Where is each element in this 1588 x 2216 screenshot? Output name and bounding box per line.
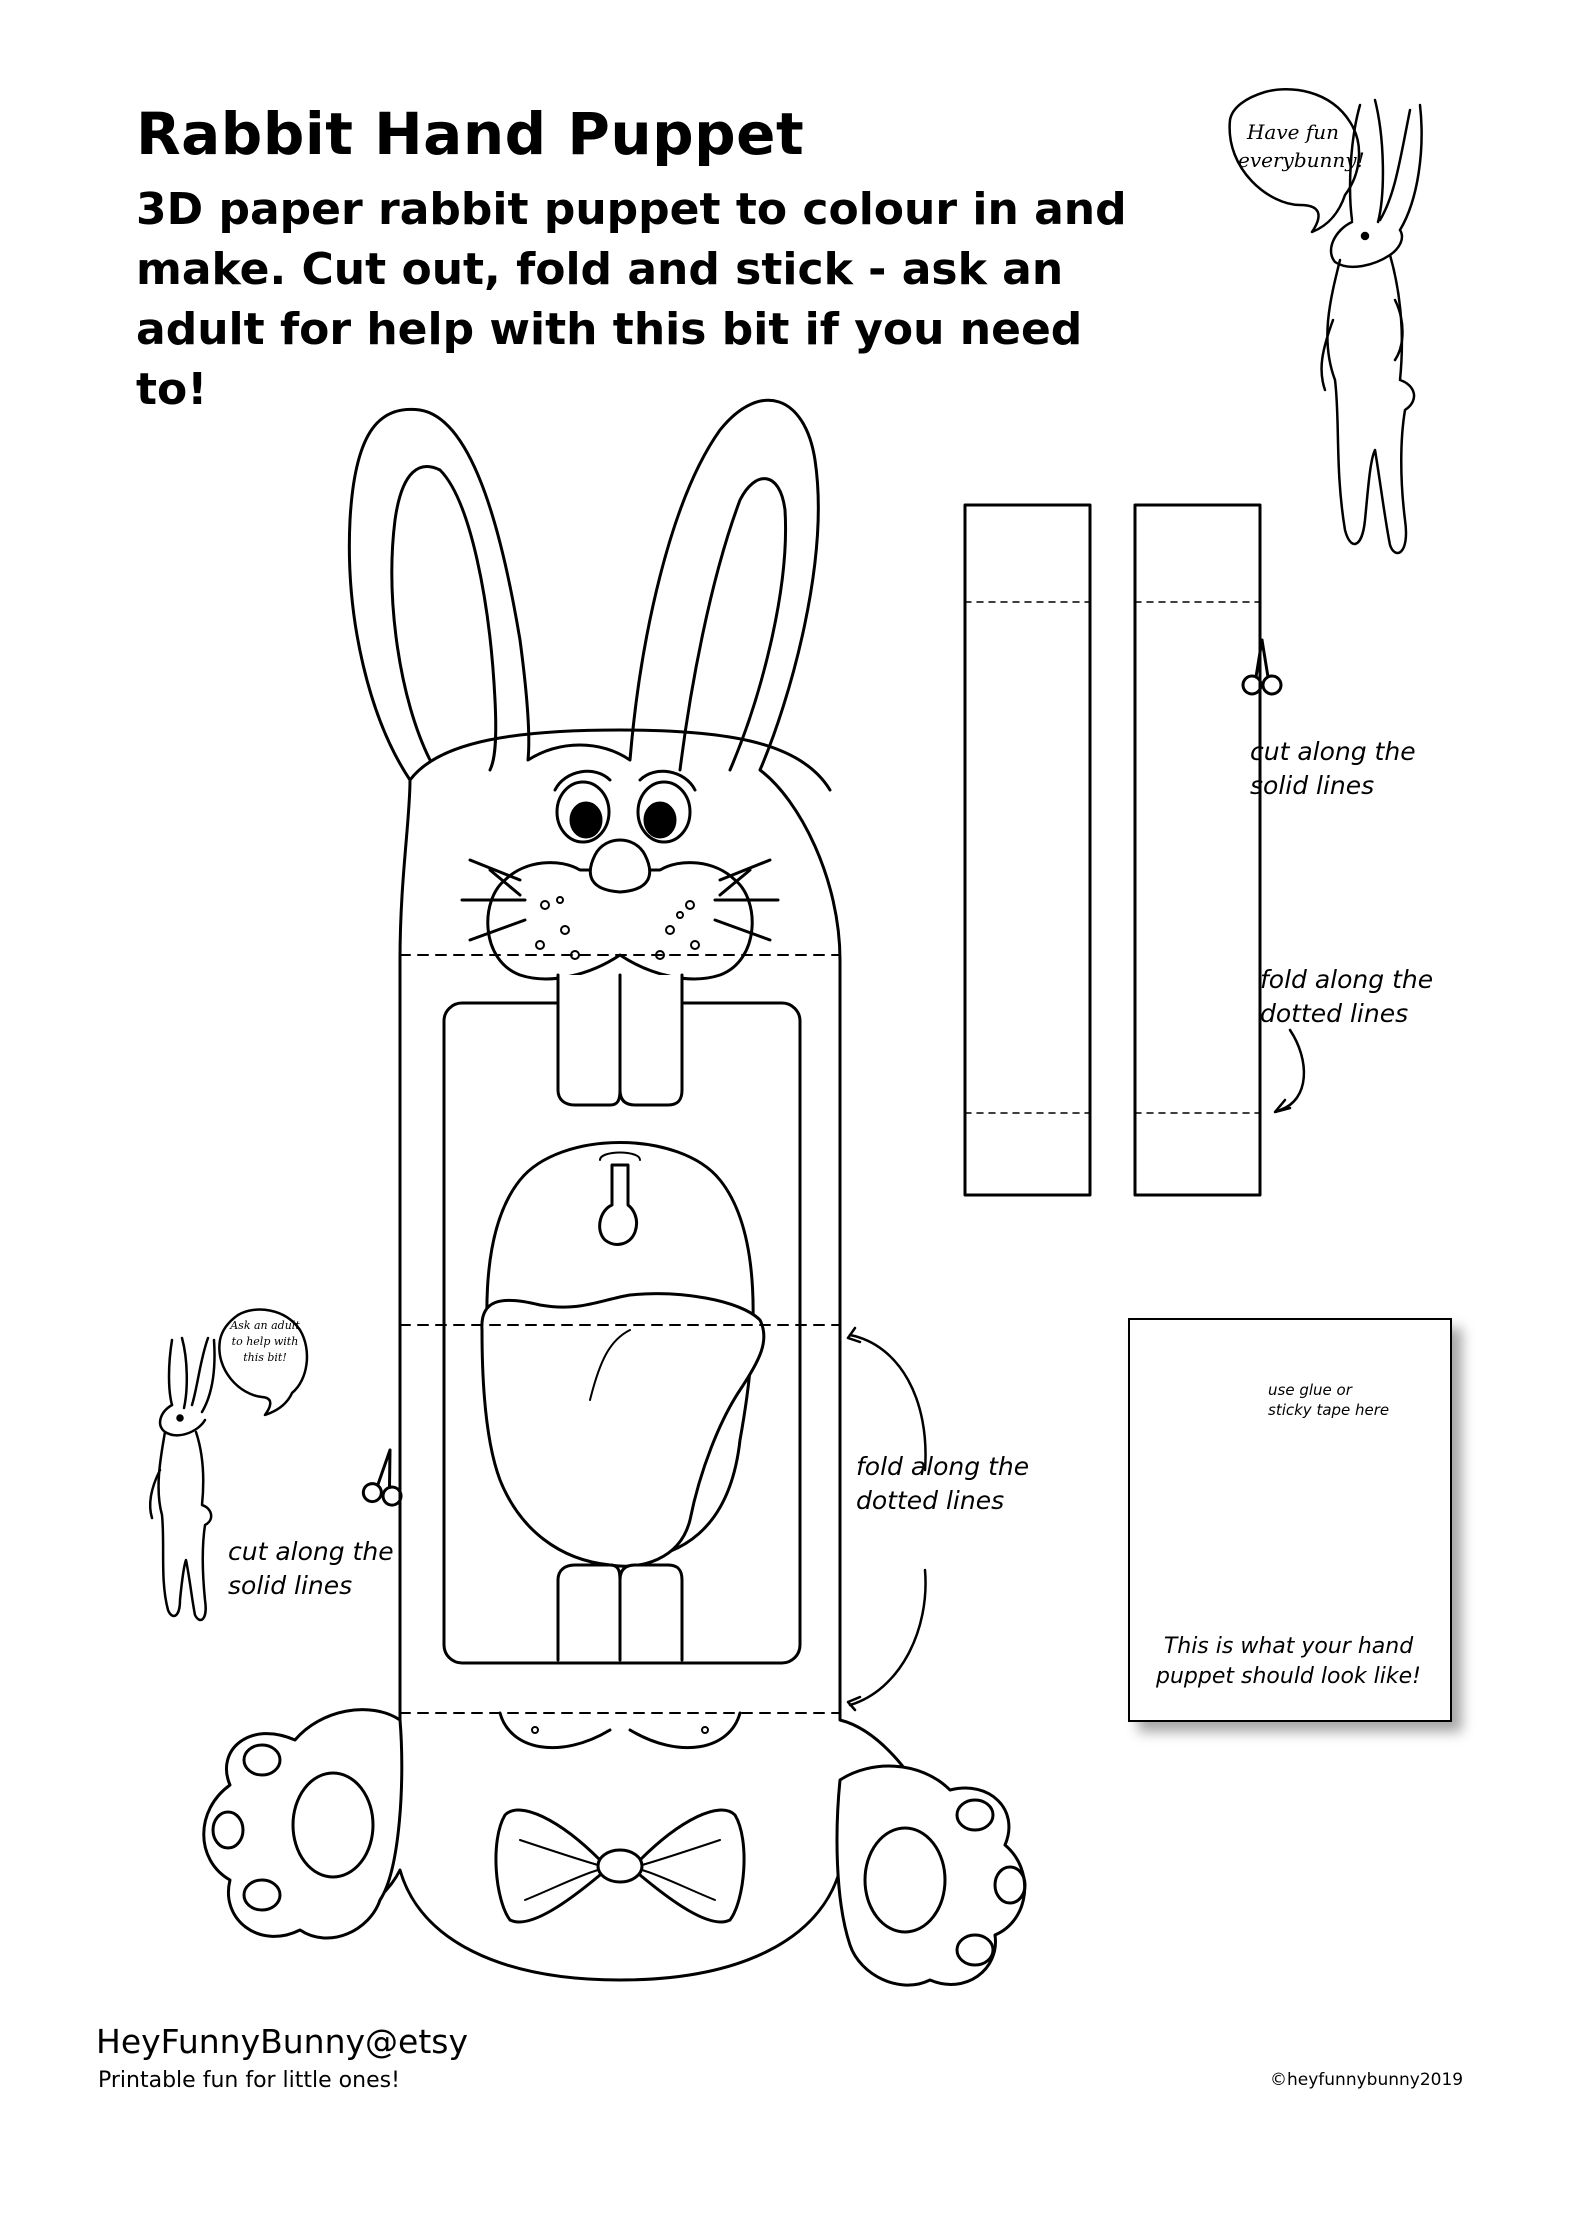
head-top	[408, 728, 832, 792]
whiskers-right	[713, 858, 780, 942]
uvula	[598, 1163, 639, 1246]
bow-tie-knot	[596, 1848, 644, 1884]
tongue	[480, 1292, 766, 1568]
bottom-teeth	[556, 1563, 684, 1662]
preview-box	[1128, 1318, 1452, 1722]
footer-tagline: Printable fun for little ones!	[98, 2068, 400, 2093]
muzzle-dots	[535, 896, 700, 960]
top-teeth	[556, 973, 684, 1107]
left-brow	[553, 769, 612, 792]
left-paw	[202, 1708, 404, 1940]
footer-brand: HeyFunnyBunny@etsy	[96, 2022, 468, 2061]
left-eye	[555, 780, 611, 844]
whiskers-left	[460, 858, 527, 942]
preview-caption: This is what your hand puppet should loo…	[1156, 1634, 1421, 1689]
scissors-icon	[1241, 638, 1283, 696]
left-inner-ear	[390, 465, 498, 772]
right-eye	[636, 780, 692, 844]
right-brow	[638, 769, 697, 792]
speech-bubble-left	[218, 1308, 309, 1417]
preview-glue-note: use glue or sticky tape here	[1268, 1381, 1390, 1419]
scissors-icon	[361, 1448, 403, 1507]
arrow-icon	[1278, 1028, 1306, 1112]
instruction-cut-left: cut along the solid lines	[228, 1537, 394, 1600]
right-inner-ear	[678, 477, 788, 772]
instruction-cut-right: cut along the solid lines	[1250, 737, 1416, 800]
nose	[588, 838, 652, 894]
page-subtitle: 3D paper rabbit puppet to colour in and …	[136, 184, 1127, 415]
chin	[498, 1711, 742, 1750]
footer-copyright: ©heyfunnybunny2019	[1270, 2070, 1464, 2090]
right-paw	[835, 1764, 1027, 1987]
bow-tie	[494, 1808, 746, 1924]
page-title: Rabbit Hand Puppet	[136, 100, 805, 168]
arrow-icon	[848, 1333, 927, 1707]
strip-left	[963, 503, 1092, 1197]
speech-bubble-top	[1228, 88, 1361, 234]
speech-bubble-left-text: Ask an adult to help with this bit!	[230, 1319, 300, 1364]
instruction-fold-right: fold along the dotted lines	[1260, 965, 1434, 1028]
rabbit-illustration	[1320, 98, 1423, 555]
left-pupil	[569, 801, 603, 839]
instruction-fold-middle: fold along the dotted lines	[856, 1452, 1030, 1515]
rabbit-illustration	[148, 1336, 216, 1622]
speech-bubble-top-text: Have fun everybunny!	[1238, 120, 1365, 172]
right-pupil	[643, 801, 677, 839]
strip-right	[1133, 503, 1262, 1197]
